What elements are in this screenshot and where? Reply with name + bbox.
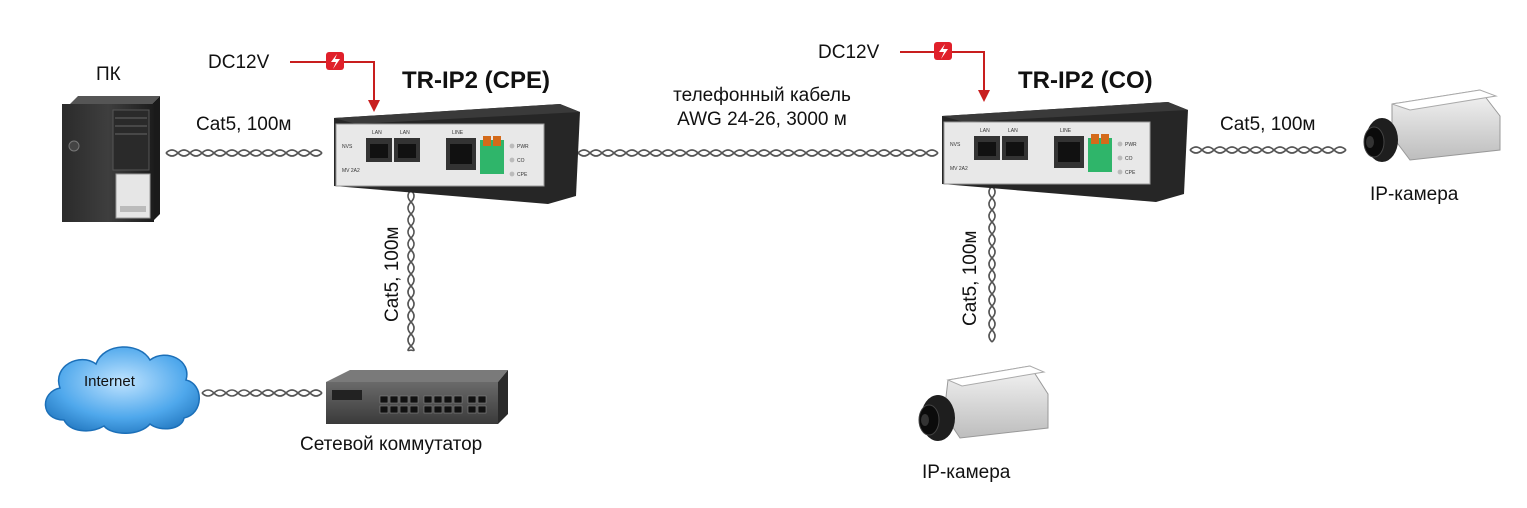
bottom-camera-label: IP-камера [922, 462, 1011, 483]
co-port-label: LINE [1060, 128, 1072, 134]
cable-co-bottom-label: Cat5, 100м [960, 231, 981, 326]
cpe-port-label: LAN [400, 130, 410, 136]
co-led-label: CPE [1125, 170, 1136, 176]
lightning-icon [326, 52, 344, 70]
cpe-title: TR-IP2 (CPE) [402, 67, 550, 94]
co-led-label: CO [1125, 156, 1133, 162]
power-right-label: DC12V [818, 42, 880, 63]
device-cpe: NVS MV 2A2 LAN LAN LINE PWR CO CPE [334, 104, 580, 204]
co-model: MV 2A2 [950, 166, 968, 172]
cable-co-right-label: Cat5, 100м [1220, 114, 1315, 135]
pc-label: ПК [96, 64, 121, 85]
internet-cloud-icon [44, 346, 200, 434]
power-left-arrow [290, 61, 380, 112]
cpe-led-label: CPE [517, 172, 528, 178]
cable-trunk [577, 149, 939, 157]
device-co: NVS MV 2A2 LAN LAN LINE PWR CO CPE [942, 102, 1188, 202]
svg-text:NVS: NVS [342, 144, 353, 150]
cable-pc-to-cpe [165, 149, 323, 157]
internet-label: Internet [84, 373, 136, 390]
power-left-label: DC12V [208, 52, 270, 73]
lightning-icon [934, 42, 952, 60]
right-camera-label: IP-камера [1370, 184, 1459, 205]
co-title: TR-IP2 (CO) [1018, 67, 1153, 94]
trunk-label-line2: AWG 24-26, 3000 м [677, 109, 847, 130]
cpe-led-label: PWR [517, 144, 529, 150]
network-switch-icon [326, 370, 508, 424]
svg-text:NVS: NVS [950, 142, 961, 148]
cable-pc-cpe-label: Cat5, 100м [196, 114, 291, 135]
cable-cpe-to-switch [407, 189, 415, 352]
switch-label: Сетевой коммутатор [300, 434, 482, 455]
cable-internet-to-switch [201, 389, 323, 397]
ip-camera-icon [918, 365, 1049, 441]
trunk-label-line1: телефонный кабель [673, 85, 851, 106]
co-port-label: LAN [1008, 128, 1018, 134]
cable-cpe-switch-label: Cat5, 100м [382, 227, 403, 322]
pc-tower-icon [62, 96, 160, 222]
power-right-arrow [900, 51, 990, 102]
cpe-port-label: LAN [372, 130, 382, 136]
ip-camera-icon [1363, 89, 1501, 162]
cpe-port-label: LINE [452, 130, 464, 136]
cpe-led-label: CO [517, 158, 525, 164]
cable-co-to-right-camera [1189, 146, 1347, 154]
co-port-label: LAN [980, 128, 990, 134]
co-led-label: PWR [1125, 142, 1137, 148]
cpe-model: MV 2A2 [342, 168, 360, 174]
cable-co-to-bottom-camera [988, 185, 996, 343]
